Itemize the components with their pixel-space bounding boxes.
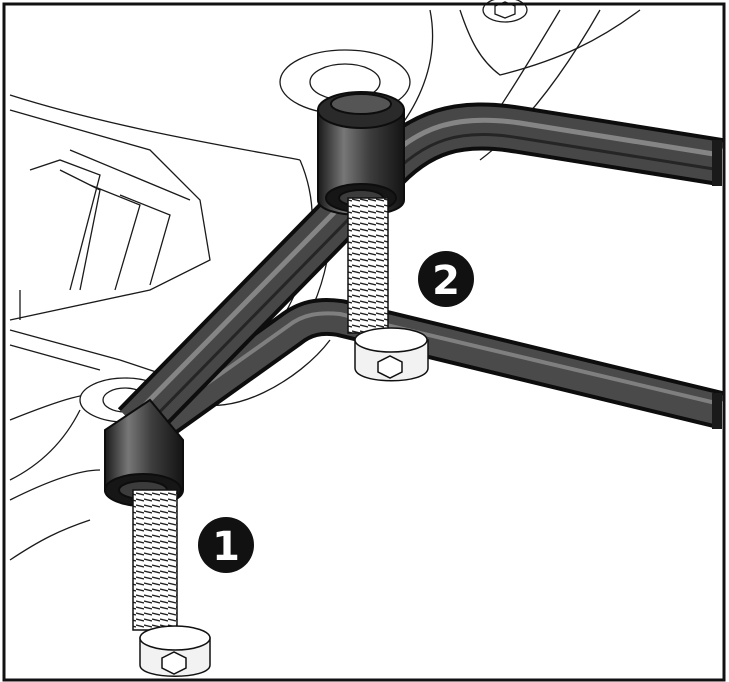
tube-ends xyxy=(712,140,722,429)
callout-1: 1 xyxy=(198,517,254,573)
callout-2-label: 2 xyxy=(432,258,460,304)
bolt-upper xyxy=(347,197,429,382)
lower-rail-tube xyxy=(138,297,725,446)
spacer-upper xyxy=(317,91,405,216)
mounting-washers xyxy=(79,49,411,423)
bolt-lower xyxy=(132,489,211,677)
callout-1-label: 1 xyxy=(212,524,240,570)
callout-2: 2 xyxy=(418,251,474,307)
